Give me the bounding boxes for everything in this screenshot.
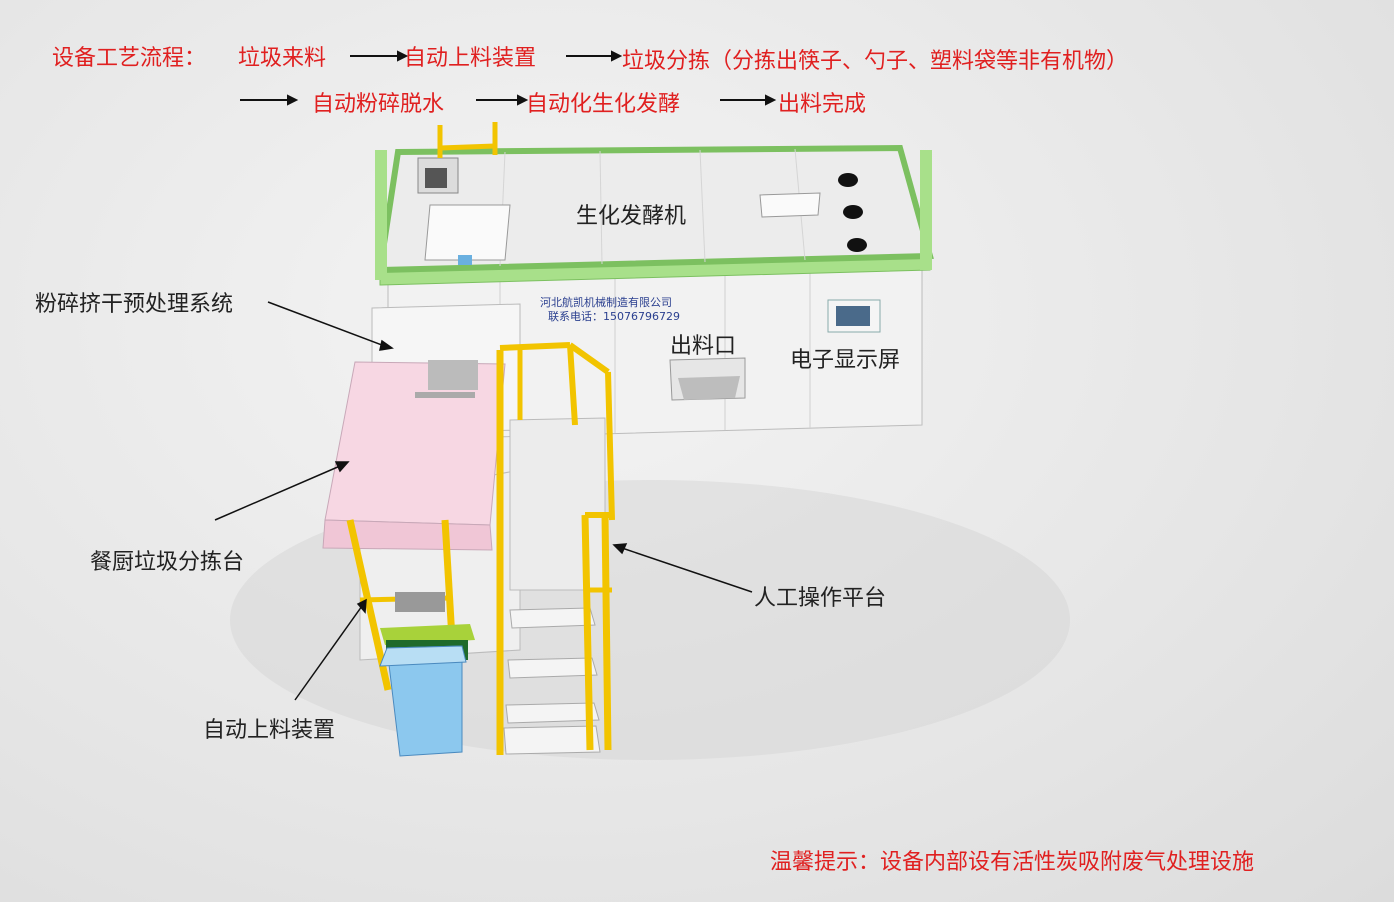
process-step-5: 自动化生化发酵 bbox=[526, 92, 681, 117]
platform-label: 人工操作平台 bbox=[754, 586, 887, 611]
process-step-2: 自动上料装置 bbox=[404, 46, 537, 71]
process-step-6: 出料完成 bbox=[778, 92, 867, 117]
process-step-1: 垃圾来料 bbox=[238, 46, 327, 71]
fermenter-machine bbox=[375, 122, 934, 441]
tip-text: 温馨提示：设备内部设有活性炭吸附废气处理设施 bbox=[770, 850, 1255, 875]
process-title: 设备工艺流程： bbox=[52, 46, 207, 71]
display-label: 电子显示屏 bbox=[790, 348, 901, 373]
process-arrows bbox=[240, 50, 777, 106]
pretreatment-system bbox=[322, 303, 521, 661]
label-pointers bbox=[214, 301, 753, 701]
process-step-3: 垃圾分拣（分拣出筷子、勺子、塑料袋等非有机物） bbox=[622, 49, 1129, 74]
sorting-table-label: 餐厨垃圾分拣台 bbox=[90, 550, 245, 575]
pretreatment-label: 粉碎挤干预处理系统 bbox=[35, 292, 234, 317]
feeder-device bbox=[346, 519, 475, 757]
company-contact: 联系电话：15076796729 bbox=[548, 310, 680, 323]
outlet-label: 出料口 bbox=[670, 334, 737, 359]
operation-platform bbox=[496, 342, 615, 755]
company-name: 河北航凯机械制造有限公司 bbox=[540, 296, 672, 309]
feeder-label: 自动上料装置 bbox=[203, 718, 336, 743]
fermenter-label: 生化发酵机 bbox=[576, 204, 687, 229]
process-step-4: 自动粉碎脱水 bbox=[312, 92, 445, 117]
